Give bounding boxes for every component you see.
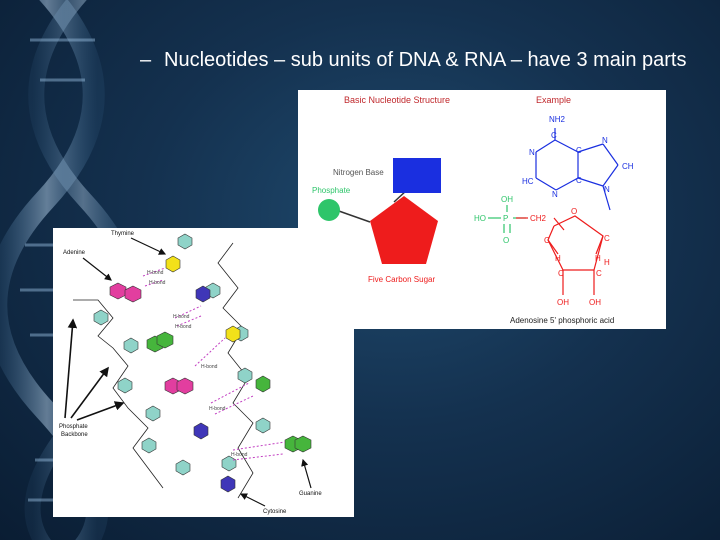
- sugar-shape: [370, 196, 438, 264]
- atom-h-right-1: H: [595, 254, 601, 263]
- atom-c-top: C: [551, 131, 557, 140]
- atom-c-ring-right: C: [604, 234, 610, 243]
- atom-h-left: H: [555, 254, 561, 263]
- label-thymine: Thymine: [111, 231, 135, 237]
- atom-nh2: NH2: [549, 115, 566, 124]
- label-guanine: Guanine: [299, 491, 322, 497]
- nucleotide-title: Basic Nucleotide Structure: [344, 95, 450, 105]
- hbond-label-2: H-bond: [149, 280, 166, 286]
- label-five-carbon-sugar: Five Carbon Sugar: [368, 275, 435, 284]
- atom-ch2: CH2: [530, 214, 547, 223]
- hbond-label-3: H-bond: [173, 314, 190, 320]
- atom-c-ring-left: C: [544, 236, 550, 245]
- bullet-dash: –: [140, 47, 151, 73]
- atom-o-ring: O: [571, 207, 577, 216]
- arrow-thymine: [131, 238, 165, 254]
- atom-c-ring-bl: C: [558, 269, 564, 278]
- label-phosphate: Phosphate: [312, 186, 351, 195]
- backbone-arrows: [65, 320, 123, 420]
- atom-o-phosphate: O: [503, 236, 509, 245]
- atom-n-bottom: N: [552, 190, 558, 199]
- arrow-adenine: [83, 258, 111, 280]
- hbond-label-5: H-bond: [201, 364, 218, 370]
- atom-oh-phosphate: OH: [501, 195, 513, 204]
- right-sugars: [178, 234, 270, 471]
- label-adenine: Adenine: [63, 250, 86, 256]
- example-caption: Adenosine 5' phosphoric acid: [510, 316, 614, 325]
- example-title: Example: [536, 95, 571, 105]
- arrow-cytosine: [241, 494, 265, 506]
- atom-oh-left: OH: [557, 298, 569, 307]
- atom-c-low: C: [576, 176, 582, 185]
- atom-n-left: N: [529, 148, 535, 157]
- label-cytosine: Cytosine: [263, 509, 287, 515]
- atom-n-right-top: N: [602, 136, 608, 145]
- phosphate-shape: [318, 199, 340, 221]
- label-nitrogen-base: Nitrogen Base: [333, 168, 384, 177]
- atom-h-right-2: H: [604, 258, 610, 267]
- atom-hc: HC: [522, 177, 534, 186]
- hbond-label-6: H-bond: [209, 406, 226, 412]
- hbond-label-7: H-bond: [231, 452, 248, 458]
- atom-c-ring-br: C: [596, 269, 602, 278]
- label-backbone-1: Phosphate: [59, 424, 88, 430]
- atom-n-right-bottom: N: [604, 185, 610, 194]
- hbond-label-4: H-bond: [175, 324, 192, 330]
- atom-ch: CH: [622, 162, 634, 171]
- atom-c-mid: C: [576, 146, 582, 155]
- atom-oh-right: OH: [589, 298, 601, 307]
- dna-strand-figure: H-bond H-bond H-bond H-bond H-bond H-bon…: [53, 228, 354, 517]
- dna-strand-svg: H-bond H-bond H-bond H-bond H-bond H-bon…: [53, 228, 354, 517]
- bullet-text: Nucleotides – sub units of DNA & RNA – h…: [164, 47, 699, 73]
- nitrogen-base-shape: [393, 158, 441, 193]
- label-backbone-2: Backbone: [61, 432, 88, 438]
- arrow-guanine: [303, 460, 311, 488]
- phosphate-sugar-bond: [336, 210, 370, 222]
- atom-ho: HO: [474, 214, 486, 223]
- atom-p: P: [503, 214, 508, 223]
- hbond-label-1: H-bond: [147, 270, 164, 276]
